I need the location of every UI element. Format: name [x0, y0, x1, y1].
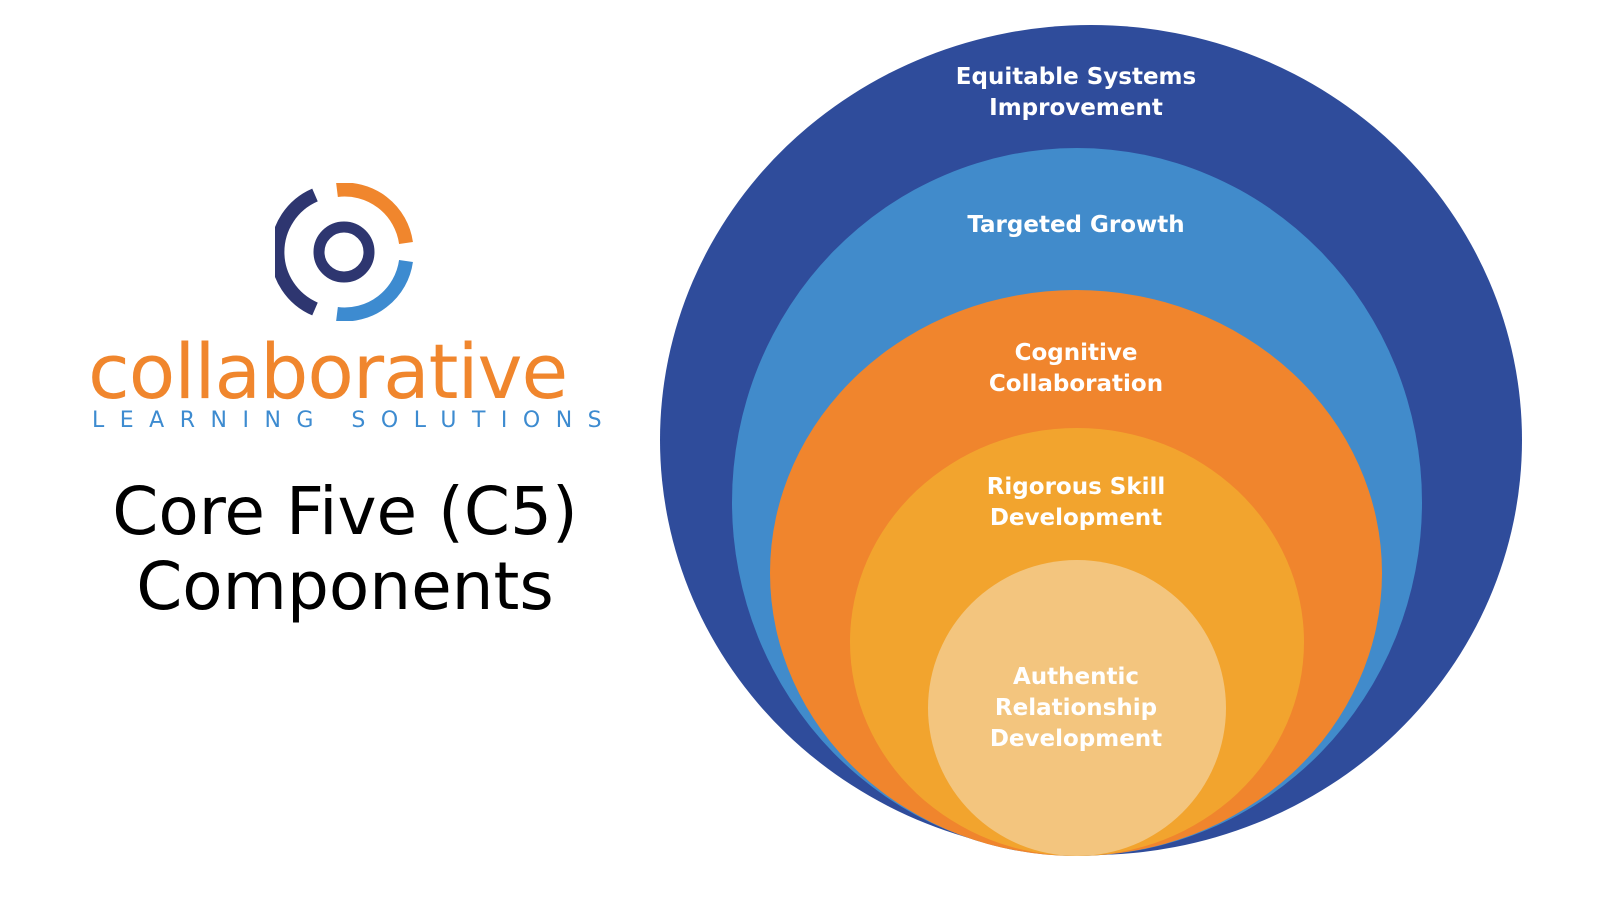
branding-panel: collaborative LEARNING SOLUTIONS Core Fi… — [0, 0, 690, 900]
collaborative-circle-logo-icon — [275, 183, 413, 321]
core-five-nested-circles-diagram: Equitable Systems Improvement Targeted G… — [660, 20, 1540, 880]
page-title-line-1: Core Five (C5) — [112, 473, 578, 550]
page-title: Core Five (C5) Components — [20, 473, 670, 626]
ring-label-equitable-systems-improvement: Equitable Systems Improvement — [955, 64, 1197, 121]
page-title-line-2: Components — [136, 548, 554, 626]
ring-label-cognitive-collaboration: Cognitive Collaboration — [988, 340, 1164, 397]
ring-label-rigorous-skill-development: Rigorous Skill Development — [986, 474, 1166, 531]
ring-authentic-relationship-development — [928, 560, 1226, 856]
brand-name: collaborative — [88, 327, 568, 416]
ring-label-targeted-growth: Targeted Growth — [967, 212, 1185, 238]
ring-label-authentic-relationship-development: Authentic Relationship Development — [989, 664, 1163, 752]
brand-subtitle: LEARNING SOLUTIONS — [92, 408, 618, 433]
